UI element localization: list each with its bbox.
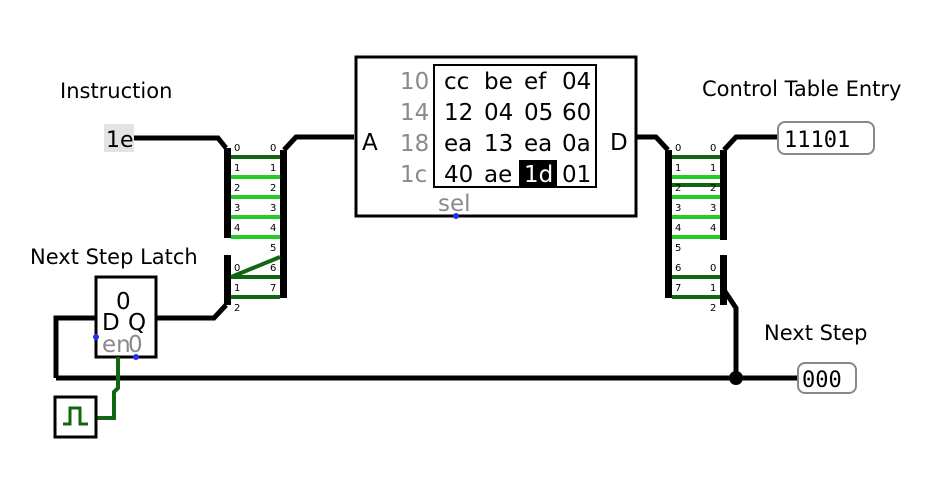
splitter-left-out-bit: 6 <box>270 263 276 274</box>
next-step-label: Next Step <box>764 321 867 345</box>
splitter-right-in-bit: 0 <box>675 143 681 154</box>
bus-wires <box>53 134 798 381</box>
latch-pin-d: D <box>102 310 120 336</box>
latch-value: 0 <box>116 289 131 315</box>
splitter-right-out-bit-low: 1 <box>710 283 716 294</box>
splitter-right-out-bit: 1 <box>710 163 716 174</box>
latch-pin-clr: 0 <box>128 332 143 358</box>
rom-cell[interactable]: 13 <box>484 131 513 157</box>
rom-sel-label: sel <box>438 191 471 217</box>
splitter-left-out-bit: 4 <box>270 223 276 234</box>
splitter-right-out-bit: 0 <box>710 143 716 154</box>
clock-wire <box>97 357 120 420</box>
rom-address: 18 <box>400 131 429 157</box>
splitter-left-in-bit: 3 <box>234 203 240 214</box>
splitter-right-in-bit: 7 <box>675 283 681 294</box>
rom-cell[interactable]: 1d <box>524 162 553 188</box>
rom-cell[interactable]: 04 <box>484 100 513 126</box>
splitter-right-in-bit: 4 <box>675 223 681 234</box>
rom-cell[interactable]: 0a <box>562 131 591 157</box>
instruction-input-pin[interactable]: 1e <box>104 124 134 153</box>
control-table-entry-label: Control Table Entry <box>702 77 901 101</box>
control-table-entry-value: 11101 <box>784 128 850 153</box>
rom-cell[interactable]: ea <box>444 131 472 157</box>
rom-cell[interactable]: 01 <box>562 162 591 188</box>
splitter-left-out-bit: 5 <box>270 243 276 254</box>
splitter-right-in-bit: 1 <box>675 163 681 174</box>
junction-dot <box>729 371 743 385</box>
rom-port-a: A <box>362 130 378 156</box>
next-step-latch[interactable]: 0 D Q en 0 <box>93 275 158 360</box>
rom-cell[interactable]: be <box>484 69 513 95</box>
latch-pin-en: en <box>102 332 131 358</box>
rom-address: 1c <box>400 162 427 188</box>
splitter-left-out-bit: 7 <box>270 283 276 294</box>
rom-cell-highlight <box>519 160 557 187</box>
rom-cell[interactable]: cc <box>444 69 469 95</box>
clock-waveform-icon <box>63 406 88 426</box>
latch-en-pin[interactable] <box>93 334 99 340</box>
rom-cell[interactable]: ae <box>484 162 512 188</box>
splitter-right-in-bit: 3 <box>675 203 681 214</box>
rom-cell[interactable]: 40 <box>444 162 473 188</box>
splitter-left-in-bit: 0 <box>234 143 240 154</box>
splitter-left[interactable]: 0 1 2 3 4 0 1 2 0 1 2 3 4 5 6 7 <box>224 143 287 314</box>
splitter-right-out-bit: 4 <box>710 223 716 234</box>
latch-clr-pin[interactable] <box>133 354 139 360</box>
rom-cell[interactable]: 05 <box>524 100 553 126</box>
splitter-right-in-bit: 5 <box>675 243 681 254</box>
splitter-right-out-bit: 3 <box>710 203 716 214</box>
rom-port-d: D <box>610 130 628 156</box>
instruction-value: 1e <box>106 128 134 153</box>
rom-address: 14 <box>400 100 429 126</box>
next-step-probe[interactable]: 000 <box>796 362 857 394</box>
rom-sel-pin[interactable] <box>453 213 459 219</box>
splitter-right[interactable]: 0 1 2 3 4 5 6 7 0 1 2 3 4 0 1 2 <box>665 143 727 314</box>
rom-cell[interactable]: ea <box>524 131 552 157</box>
rom-cell[interactable]: ef <box>524 69 547 95</box>
clock-component[interactable] <box>53 395 98 439</box>
next-step-value: 000 <box>802 368 842 393</box>
rom-cell[interactable]: 04 <box>562 69 591 95</box>
splitter-left-out-bit: 3 <box>270 203 276 214</box>
rom-address: 10 <box>400 69 429 95</box>
splitter-left-out-bit: 0 <box>270 143 276 154</box>
splitter-left-in-bit: 1 <box>234 163 240 174</box>
splitter-left-in-bit: 4 <box>234 223 240 234</box>
splitter-left-in-bit: 2 <box>234 183 240 194</box>
splitter-left-in-bit-low: 0 <box>234 263 240 274</box>
rom-cell[interactable]: 60 <box>562 100 591 126</box>
splitter-right-in-bit: 2 <box>675 183 681 194</box>
latch-pin-q: Q <box>128 310 146 336</box>
splitter-left-out-bit: 2 <box>270 183 276 194</box>
rom-cell[interactable]: 12 <box>444 100 473 126</box>
next-step-latch-label: Next Step Latch <box>30 245 198 269</box>
splitter-left-in-bit-low: 1 <box>234 283 240 294</box>
control-table-entry-probe[interactable]: 11101 <box>777 121 875 155</box>
splitter-right-out-bit: 2 <box>710 183 716 194</box>
splitter-right-out-bit-low: 2 <box>710 303 716 314</box>
splitter-left-out-bit: 1 <box>270 163 276 174</box>
splitter-right-out-bit-low: 0 <box>710 263 716 274</box>
splitter-right-in-bit: 6 <box>675 263 681 274</box>
splitter-left-in-bit-low: 2 <box>234 303 240 314</box>
instruction-label: Instruction <box>60 79 172 103</box>
